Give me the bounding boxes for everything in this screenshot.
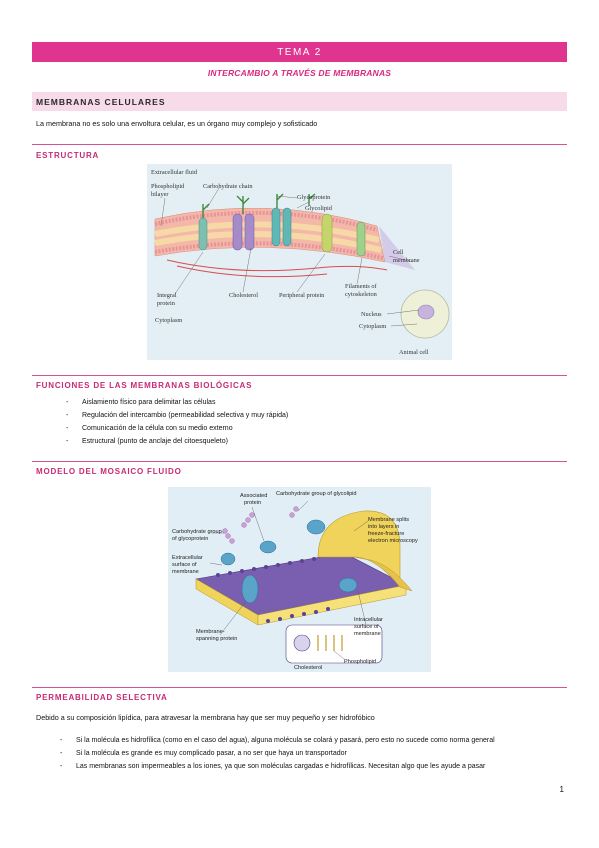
list-item: Las membranas son impermeables a los ion… (60, 760, 565, 773)
label-extracellular-3: membrane (172, 569, 199, 575)
label-carb-glycoprotein-2: of glycoprotein (172, 536, 208, 542)
topic-title: TEMA 2 (277, 46, 322, 58)
label-cell: Cell (393, 249, 404, 256)
label-spanning-1: Membrane- (196, 629, 225, 635)
label-glycoprotein: Glycoprotein (297, 194, 331, 201)
topic-bar: TEMA 2 (32, 42, 567, 62)
label-splits-1: Membrane splits (368, 517, 409, 523)
permeabilidad-list: Si la molécula es hidrofílica (como en e… (60, 734, 565, 773)
label-membrane: membrane (393, 257, 420, 264)
section-bar-membranas: MEMBRANAS CELULARES (32, 92, 567, 111)
label-glycolipid: Glycolipid (305, 205, 333, 212)
document-subtitle: INTERCAMBIO A TRAVÉS DE MEMBRANAS (207, 68, 392, 78)
list-item: Comunicación de la célula con su medio e… (66, 422, 546, 435)
section-title: MEMBRANAS CELULARES (36, 96, 166, 107)
divider (32, 687, 567, 688)
intro-paragraph: La membrana no es solo una envoltura cel… (36, 119, 318, 128)
heading-mosaico: MODELO DEL MOSAICO FLUIDO (36, 467, 182, 476)
funciones-list: Aislamiento físico para delimitar las cé… (66, 396, 546, 448)
label-carbohydrate-chain: Carbohydrate chain (203, 183, 253, 190)
label-protein: protein (157, 300, 176, 307)
label-peripheral-protein: Peripheral protein (279, 292, 325, 299)
list-item: Regulación del intercambio (permeabilida… (66, 409, 546, 422)
label-extracellular-2: surface of (172, 562, 197, 568)
label-cytoplasm-small: Cytoplasm (359, 323, 386, 330)
heading-funciones: FUNCIONES DE LAS MEMBRANAS BIOLÓGICAS (36, 381, 253, 390)
label-intracellular-1: Intracellular (354, 617, 383, 623)
label-carb-glycolipid: Carbohydrate group of glycolipid (276, 491, 357, 497)
list-item: Si la molécula es hidrofílica (como en e… (60, 734, 565, 747)
divider (32, 375, 567, 376)
label-protein: protein (244, 500, 261, 506)
label-extracellular-1: Extracellular (172, 555, 203, 561)
label-filaments-of: Filaments of (345, 283, 378, 290)
divider (32, 461, 567, 462)
label-intracellular-3: membrane (354, 631, 381, 637)
label-extracellular-fluid: Extracellular fluid (151, 169, 198, 176)
label-cytoskeleton: cytoskeleton (345, 291, 378, 298)
label-phospholipid: Phospholipid (151, 183, 185, 190)
label-associated: Associated (240, 493, 267, 499)
heading-estructura: ESTRUCTURA (36, 151, 100, 160)
heading-permeabilidad: PERMEABILIDAD SELECTIVA (36, 693, 168, 702)
list-item: Aislamiento físico para delimitar las cé… (66, 396, 546, 409)
label-spanning-2: spanning protein (196, 636, 237, 642)
label-splits-2: into layers in (368, 524, 399, 530)
label-splits-4: electron microscopy (368, 538, 418, 544)
label-carb-glycoprotein-1: Carbohydrate group (172, 529, 222, 535)
membrane-structure-figure: Extracellular fluid Phospholipid bilayer… (147, 164, 452, 360)
label-integral: Integral (157, 292, 177, 299)
label-nucleus: Nucleus (361, 311, 382, 318)
label-cytoplasm: Cytoplasm (155, 317, 182, 324)
label-intracellular-2: surface of (354, 624, 379, 630)
fluid-mosaic-figure: Associated protein Carbohydrate group of… (168, 487, 431, 672)
label-cholesterol: Cholesterol (294, 665, 322, 671)
list-item: Si la molécula es grande es muy complica… (60, 747, 565, 760)
divider (32, 144, 567, 145)
page-number: 1 (559, 785, 564, 794)
label-cholesterol: Cholesterol (229, 292, 258, 299)
permeabilidad-intro: Debido a su composición lipídica, para a… (36, 713, 375, 722)
label-splits-3: freeze-fracture (368, 531, 404, 537)
label-bilayer: bilayer (151, 191, 169, 198)
label-animal-cell: Animal cell (399, 349, 429, 356)
list-item: Estructural (punto de anclaje del citoes… (66, 435, 546, 448)
label-phospholipid: Phospholipid (344, 659, 376, 665)
